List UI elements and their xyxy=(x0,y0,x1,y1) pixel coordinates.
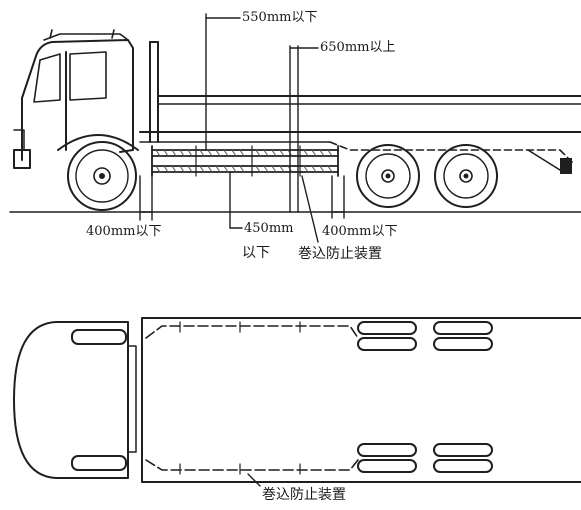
label-450mm: 450mm xyxy=(244,221,294,236)
label-650mm: 650mm以上 xyxy=(320,40,396,55)
label-device-side: 巻込防止装置 xyxy=(298,246,382,262)
dimension-lines xyxy=(139,13,345,243)
label-device-top: 巻込防止装置 xyxy=(262,487,346,503)
rear-frame xyxy=(329,141,573,163)
side-guard xyxy=(151,145,339,177)
label-400mm-rear: 400mm以下 xyxy=(322,224,398,239)
side-guard-hatch xyxy=(155,149,333,173)
rear-wheel-2 xyxy=(434,144,498,208)
truck-cab xyxy=(13,29,139,169)
top-view xyxy=(13,317,581,487)
rear-wheel-1 xyxy=(356,144,420,208)
label-400mm-front: 400mm以下 xyxy=(86,224,162,239)
label-550mm: 550mm以下 xyxy=(242,10,318,25)
label-450mm-suffix: 以下 xyxy=(242,245,270,261)
front-wheel xyxy=(67,141,137,211)
cargo-body xyxy=(139,41,581,143)
